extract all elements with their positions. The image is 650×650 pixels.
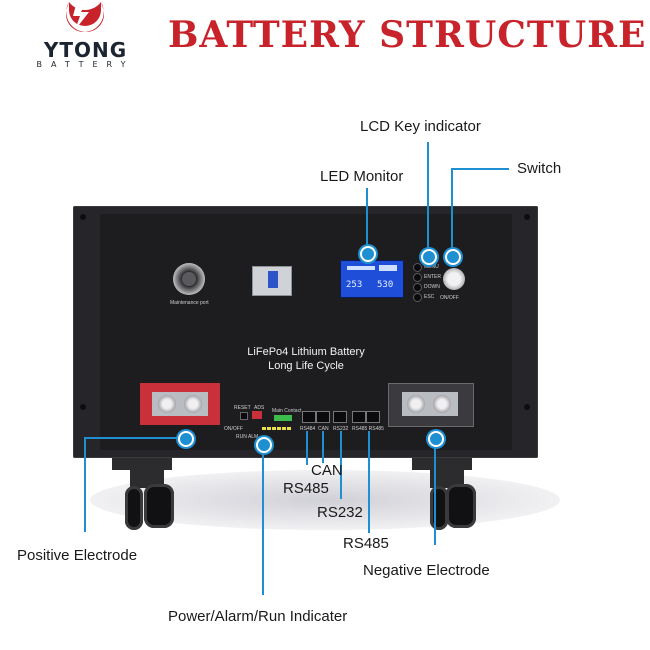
lcd-battery-icon bbox=[379, 265, 397, 271]
run-alm-label: RUN ALM bbox=[236, 434, 259, 440]
indicator-led bbox=[267, 427, 271, 430]
main-contact-connector bbox=[274, 415, 292, 421]
port-label-can: CAN bbox=[318, 426, 329, 432]
rs485-lower-leader bbox=[368, 431, 370, 533]
adr-label: ADS bbox=[254, 405, 265, 411]
port-label-rs484: RS484 bbox=[300, 426, 316, 432]
brand-logo: YTONG BATTERY bbox=[18, 0, 153, 75]
indicator-led bbox=[277, 427, 281, 430]
callout-rs485-lower: RS485 bbox=[343, 535, 389, 552]
rs232-port[interactable] bbox=[333, 411, 347, 423]
indicator-led bbox=[262, 427, 266, 430]
rack-hole bbox=[524, 214, 530, 220]
positive-bolt bbox=[184, 395, 202, 413]
callout-led-monitor: LED Monitor bbox=[320, 168, 404, 185]
lcd-bar bbox=[347, 266, 375, 270]
wheel-left bbox=[144, 484, 174, 528]
rack-hole bbox=[80, 214, 86, 220]
enter-key[interactable] bbox=[413, 273, 422, 282]
positive-leader-v bbox=[84, 437, 86, 532]
reset-button[interactable] bbox=[240, 412, 248, 420]
lcd-value-right: 530 bbox=[377, 280, 394, 290]
maintenance-port[interactable] bbox=[173, 263, 205, 295]
caster-right-front bbox=[430, 468, 464, 488]
negative-bolt bbox=[433, 395, 451, 413]
can-port[interactable] bbox=[316, 411, 330, 423]
esc-key-label: ESC bbox=[424, 294, 435, 300]
breaker-lever[interactable] bbox=[268, 271, 278, 288]
rs485-port-1[interactable] bbox=[352, 411, 366, 423]
switch-leader-v bbox=[451, 168, 453, 256]
lcd-key-leader-dot bbox=[421, 249, 437, 265]
lcd-display: 253 530 bbox=[340, 260, 404, 298]
indicator-led bbox=[272, 427, 276, 430]
menu-key[interactable] bbox=[413, 263, 422, 272]
panel-text-line2: Long Life Cycle bbox=[268, 360, 344, 372]
down-key[interactable] bbox=[413, 283, 422, 292]
port-label-rs485: RS485 RS485 bbox=[352, 426, 384, 432]
positive-leader-h bbox=[84, 437, 182, 439]
positive-bolt bbox=[158, 395, 176, 413]
negative-bolt bbox=[407, 395, 425, 413]
can-leader bbox=[322, 431, 324, 463]
brand-mark-icon bbox=[65, 1, 105, 33]
callout-rs232: RS232 bbox=[317, 504, 363, 521]
lcd-value-left: 253 bbox=[346, 280, 363, 290]
negative-leader-dot bbox=[428, 431, 444, 447]
menu-key-label: MENU bbox=[424, 264, 439, 270]
page-title: BATTERY STRUCTURE bbox=[168, 14, 647, 56]
callout-indicator: Power/Alarm/Run Indicater bbox=[168, 608, 348, 625]
indicator-leader-v bbox=[262, 443, 264, 595]
reset-label: RESET bbox=[234, 405, 251, 411]
led-monitor-leader-line bbox=[366, 188, 368, 252]
callout-rs485-upper: RS485 bbox=[283, 480, 329, 497]
onoff-small-label: ON/OFF bbox=[224, 426, 243, 432]
main-contact-label: Main Contact bbox=[272, 408, 302, 414]
port-label-rs232: RS232 bbox=[333, 426, 349, 432]
caster-mount-left bbox=[112, 456, 172, 470]
wheel-left-rear bbox=[125, 486, 143, 530]
negative-leader-v bbox=[434, 437, 436, 545]
brand-subtitle: BATTERY bbox=[36, 60, 135, 69]
rack-hole bbox=[524, 404, 530, 410]
callout-switch: Switch bbox=[517, 160, 562, 177]
led-monitor-leader-dot bbox=[360, 246, 376, 262]
callout-negative-electrode: Negative Electrode bbox=[363, 562, 490, 579]
rs232-leader bbox=[340, 431, 342, 499]
maintenance-port-label: Maintenance port bbox=[170, 300, 209, 306]
power-switch[interactable] bbox=[443, 268, 465, 290]
wheel-right bbox=[446, 484, 476, 528]
rs485-port-2[interactable] bbox=[366, 411, 380, 423]
rack-hole bbox=[80, 404, 86, 410]
callout-lcd-key: LCD Key indicator bbox=[360, 118, 481, 135]
lcd-key-leader-line bbox=[427, 142, 429, 255]
indicator-led bbox=[287, 427, 291, 430]
switch-leader-dot bbox=[445, 249, 461, 265]
callout-can: CAN bbox=[311, 462, 343, 479]
esc-key[interactable] bbox=[413, 293, 422, 302]
callout-positive-electrode: Positive Electrode bbox=[17, 547, 138, 564]
enter-key-label: ENTER bbox=[424, 274, 441, 280]
switch-leader-h bbox=[451, 168, 509, 170]
caster-mount-right bbox=[412, 456, 472, 470]
caster-left-front bbox=[130, 468, 164, 488]
panel-text-line1: LiFePo4 Lithium Battery bbox=[247, 346, 365, 358]
positive-leader-dot bbox=[178, 431, 194, 447]
power-switch-label: ON/OFF bbox=[440, 295, 459, 301]
indicator-led bbox=[282, 427, 286, 430]
wheel-right-rear bbox=[430, 486, 448, 530]
rs485-port[interactable] bbox=[302, 411, 316, 423]
rs485-upper-leader bbox=[306, 431, 308, 465]
indicator-leader-dot bbox=[256, 437, 272, 453]
brand-name: YTONG bbox=[43, 38, 128, 62]
down-key-label: DOWN bbox=[424, 284, 440, 290]
adr-switch[interactable] bbox=[252, 411, 262, 419]
